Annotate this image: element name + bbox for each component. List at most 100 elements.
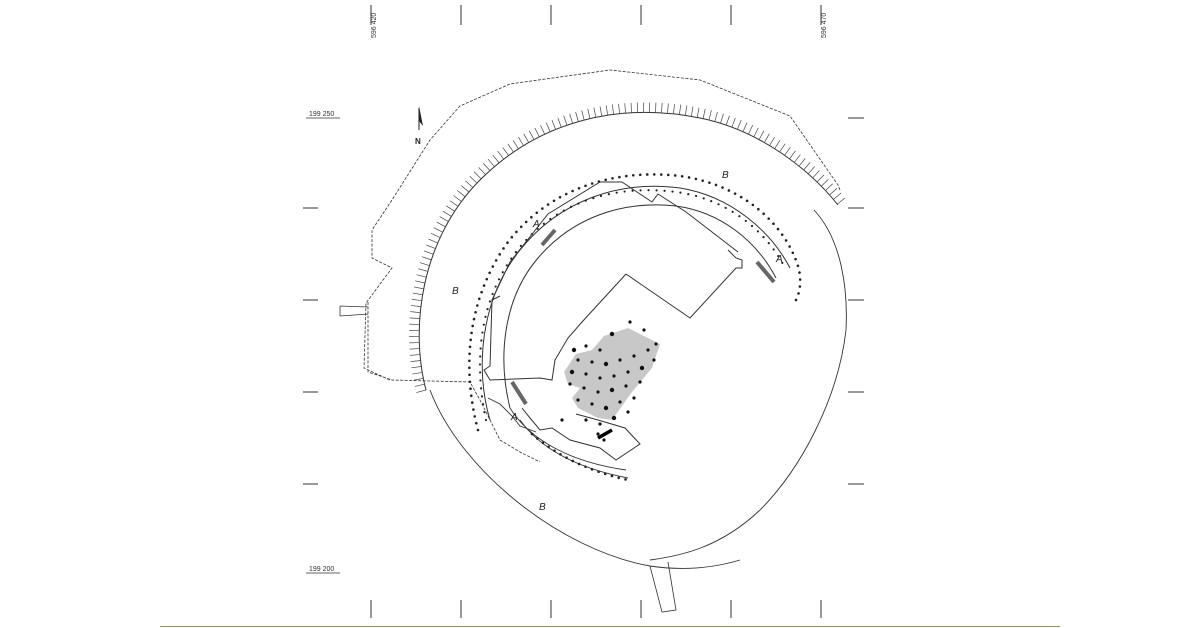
hachure-tick bbox=[534, 127, 540, 138]
hachure-tick bbox=[430, 233, 441, 238]
hachure-tick bbox=[748, 125, 753, 135]
hachure-tick bbox=[412, 292, 423, 296]
hachure-tick bbox=[618, 103, 620, 114]
palisade-post bbox=[607, 193, 610, 196]
palisade-post bbox=[762, 236, 765, 239]
southeast-ditch-arc bbox=[759, 209, 847, 511]
palisade-post bbox=[617, 476, 620, 480]
palisade-post bbox=[701, 179, 705, 182]
excavated-area bbox=[564, 328, 660, 420]
palisade-post bbox=[666, 173, 670, 177]
palisade-post bbox=[772, 248, 775, 251]
palisade-post bbox=[717, 203, 720, 206]
palisade-post bbox=[468, 373, 471, 377]
coord-x-left: 596 420 bbox=[371, 13, 378, 38]
palisade-post bbox=[468, 352, 471, 356]
hachure-tick bbox=[812, 170, 820, 179]
palisade-post bbox=[727, 189, 731, 192]
post-hole bbox=[642, 328, 646, 332]
hachure-tick bbox=[518, 136, 524, 146]
palisade-post bbox=[744, 219, 747, 223]
palisade-post bbox=[571, 459, 575, 463]
hachure-tick bbox=[794, 154, 801, 163]
post-hole bbox=[612, 374, 616, 378]
north-arrow-icon: N bbox=[415, 106, 423, 146]
palisade-post bbox=[750, 224, 754, 228]
hachure-tick bbox=[742, 122, 748, 132]
palisade-post bbox=[470, 401, 474, 404]
hachure-tick bbox=[523, 133, 530, 143]
palisade-post bbox=[569, 205, 573, 209]
palisade-post bbox=[702, 197, 705, 200]
post-hole bbox=[626, 370, 630, 374]
hachure-tick bbox=[569, 113, 573, 124]
palisade-post bbox=[505, 264, 508, 267]
palisade-post bbox=[757, 207, 760, 211]
post-hole bbox=[582, 386, 586, 390]
hachure-tick bbox=[410, 311, 421, 313]
palisade-post bbox=[597, 470, 600, 474]
palisade-post bbox=[542, 222, 545, 225]
hachure-tick bbox=[731, 117, 736, 128]
hachure-tick bbox=[685, 105, 688, 116]
palisade-post bbox=[610, 474, 614, 478]
palisade-post bbox=[481, 403, 485, 406]
palisade-post bbox=[564, 192, 568, 196]
hachure-tick bbox=[798, 158, 806, 167]
palisade-post bbox=[577, 202, 580, 205]
hachure-tick bbox=[779, 143, 786, 153]
hachure-tick bbox=[774, 140, 781, 149]
hachure-tick bbox=[661, 102, 663, 113]
palisade-post bbox=[777, 254, 780, 258]
hachure-tick bbox=[593, 107, 597, 118]
post-hole bbox=[628, 320, 632, 324]
palisade-post bbox=[590, 182, 594, 185]
hachure-tick bbox=[411, 298, 422, 302]
grid-ticks bbox=[303, 5, 864, 618]
palisade-post bbox=[687, 176, 691, 179]
palisade-post bbox=[762, 212, 765, 216]
hachure-tick bbox=[545, 122, 551, 132]
hachure-tick bbox=[416, 274, 427, 278]
hachure-tick bbox=[426, 244, 436, 249]
hachure-tick bbox=[419, 262, 430, 266]
inner-bank-outer bbox=[481, 185, 791, 421]
palisade-post bbox=[480, 290, 483, 294]
palisade-post bbox=[592, 197, 595, 200]
hachure-tick bbox=[497, 150, 505, 160]
coord-y-bottom: 199 200 bbox=[309, 566, 334, 573]
post-hole bbox=[590, 360, 594, 364]
palisade-post bbox=[479, 355, 482, 358]
hachure-tick bbox=[421, 256, 432, 261]
hachure-tick bbox=[833, 192, 842, 200]
palisade-post bbox=[562, 209, 566, 212]
post-hole bbox=[638, 380, 642, 384]
hachure-tick bbox=[673, 103, 675, 114]
hachure-tick bbox=[436, 221, 446, 228]
hachure-tick bbox=[557, 117, 562, 128]
palisade-post bbox=[631, 174, 635, 177]
hachure-tick bbox=[442, 210, 452, 217]
palisade-post bbox=[547, 445, 550, 449]
hachure-tick bbox=[528, 130, 535, 140]
palisade-post bbox=[488, 300, 492, 303]
palisade-post bbox=[472, 408, 475, 411]
palisade-post bbox=[618, 175, 621, 179]
rampart-outer-line bbox=[418, 112, 839, 391]
palisade-post bbox=[663, 189, 666, 192]
palisade-post bbox=[553, 449, 556, 452]
post-hole bbox=[632, 396, 636, 400]
post-hole bbox=[569, 369, 575, 375]
palisade-post bbox=[631, 189, 634, 192]
palisade-post bbox=[530, 215, 533, 219]
post-hole bbox=[568, 382, 572, 386]
hachure-tick bbox=[457, 190, 466, 197]
palisade-post bbox=[552, 199, 556, 203]
hachure-tick bbox=[551, 120, 557, 130]
post-hole bbox=[584, 344, 588, 348]
palisade-post bbox=[694, 177, 698, 181]
palisade-post bbox=[767, 217, 770, 220]
hachure-tick bbox=[753, 127, 759, 138]
palisade-post bbox=[494, 285, 497, 288]
hachure-tick bbox=[829, 188, 838, 196]
